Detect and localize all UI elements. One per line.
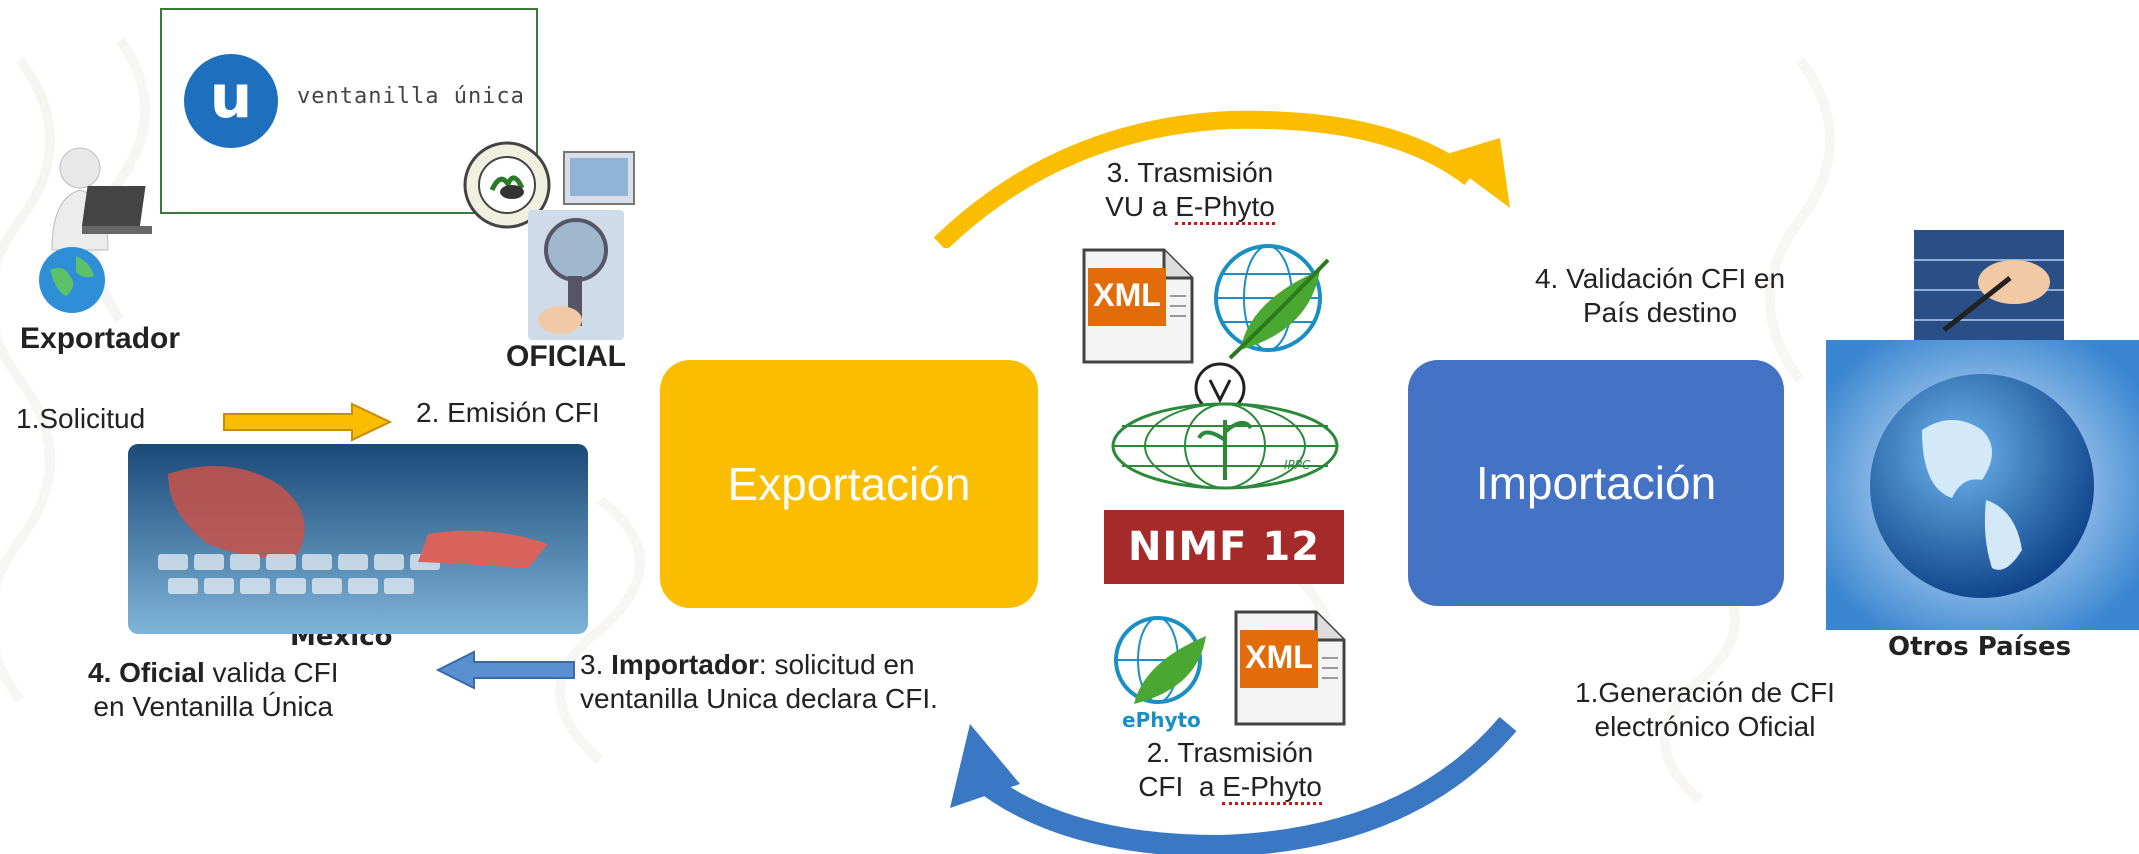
bottom-transmission-line2-a: CFI a [1138, 771, 1223, 802]
validation-line1: 4. Validación CFI en [1534, 263, 1786, 294]
ephyto-globe-icon-top [1214, 244, 1330, 360]
senasica-seal-icon [463, 141, 551, 229]
ephyto-label: ePhyto [1122, 708, 1201, 732]
step-3-importer-rest: : solicitud en [758, 649, 915, 680]
generation-line1: 1.Generación de CFI [1575, 677, 1835, 708]
step-3-importer-label: 3. Importador: solicitud en ventanilla U… [580, 648, 938, 716]
top-transmission-label: 3. Trasmisión VU a E-Phyto [1070, 156, 1310, 225]
official-validation-arrow [436, 650, 575, 690]
step-4-official-line2: en Ventanilla Única [93, 691, 334, 722]
fao-ippc-logo [1111, 362, 1339, 490]
step-4-official-rest: valida CFI [204, 657, 339, 688]
step-3-importer-bold: Importador [611, 649, 759, 680]
request-arrow [223, 402, 392, 442]
ippc-text: IPPC [1284, 458, 1311, 472]
official-label: OFICIAL [506, 340, 626, 373]
other-countries-label: Otros Países [1888, 632, 2072, 662]
top-transmission-line1: 3. Trasmisión [1106, 157, 1274, 188]
exporter-label: Exportador [20, 322, 181, 355]
generation-line2: electrónico Oficial [1594, 711, 1816, 742]
signing-hand-icon [1914, 230, 2064, 350]
person-laptop-icon [51, 147, 152, 251]
nimf-12-banner: NIMF 12 [1104, 510, 1344, 584]
bottom-transmission-arrow [950, 716, 1517, 854]
step-4-official-bold: 4. Oficial [88, 657, 205, 688]
top-transmission-line2-b: E-Phyto [1175, 191, 1275, 225]
top-transmission-line2-a: VU a [1105, 191, 1176, 222]
validation-line2: País destino [1582, 297, 1738, 328]
ephyto-globe-icon-bottom [1114, 616, 1206, 704]
keyboard-map-icon [128, 444, 588, 634]
xml-label-bottom: XML [1245, 639, 1313, 675]
export-box: Exportación [660, 360, 1038, 608]
xml-file-icon-top: XML [1078, 246, 1198, 366]
ventanilla-u-circle: u [184, 54, 278, 148]
bottom-transmission-line1: 2. Trasmisión [1146, 737, 1314, 768]
xml-file-icon-bottom: XML [1230, 608, 1350, 728]
world-globe-icon [1826, 340, 2139, 630]
ventanilla-text: ventanilla única [297, 84, 525, 109]
step-2-emission-label: 2. Emisión CFI [416, 397, 600, 428]
inspector-magnifier-icon [528, 151, 635, 340]
validation-label: 4. Validación CFI en País destino [1500, 262, 1820, 330]
step-4-official-label: 4. Oficial valida CFI en Ventanilla Únic… [88, 656, 339, 724]
step-3-importer-line2: ventanilla Unica declara CFI. [580, 683, 938, 714]
generation-label: 1.Generación de CFI electrónico Oficial [1540, 676, 1870, 744]
top-transmission-arrow [933, 110, 1510, 248]
import-box: Importación [1408, 360, 1784, 606]
step-3-importer-num: 3. [580, 649, 612, 680]
globe-icon [39, 247, 105, 313]
xml-label-top: XML [1093, 277, 1161, 313]
step-1-request-label: 1.Solicitud [16, 403, 146, 434]
bottom-transmission-label: 2. Trasmisión CFI a E-Phyto [1110, 736, 1350, 805]
bottom-transmission-line2-b: E-Phyto [1222, 771, 1322, 805]
